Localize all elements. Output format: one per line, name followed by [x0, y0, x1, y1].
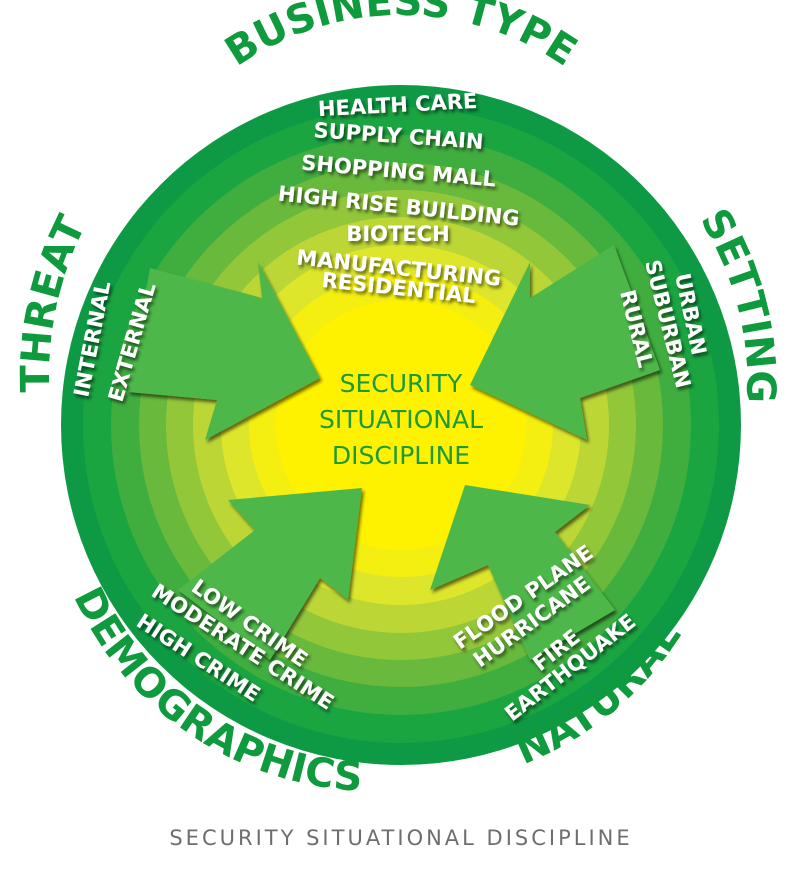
center-line-3: DISCIPLINE — [332, 441, 470, 470]
arrow-right — [470, 245, 660, 440]
arrows — [128, 245, 660, 660]
business-item: BIOTECH — [346, 222, 449, 246]
arrow-bottom-left — [178, 488, 362, 660]
center-label: SECURITY SITUATIONAL DISCIPLINE — [319, 369, 483, 470]
title-business-type: BUSINESS TYPE — [217, 0, 585, 75]
center-line-1: SECURITY — [340, 369, 463, 398]
arrow-bottom-right — [430, 485, 615, 660]
diagram-caption: SECURITY SITUATIONAL DISCIPLINE — [169, 826, 632, 850]
center-core — [276, 300, 526, 550]
arrow-left — [128, 262, 320, 440]
center-line-2: SITUATIONAL — [319, 405, 483, 434]
